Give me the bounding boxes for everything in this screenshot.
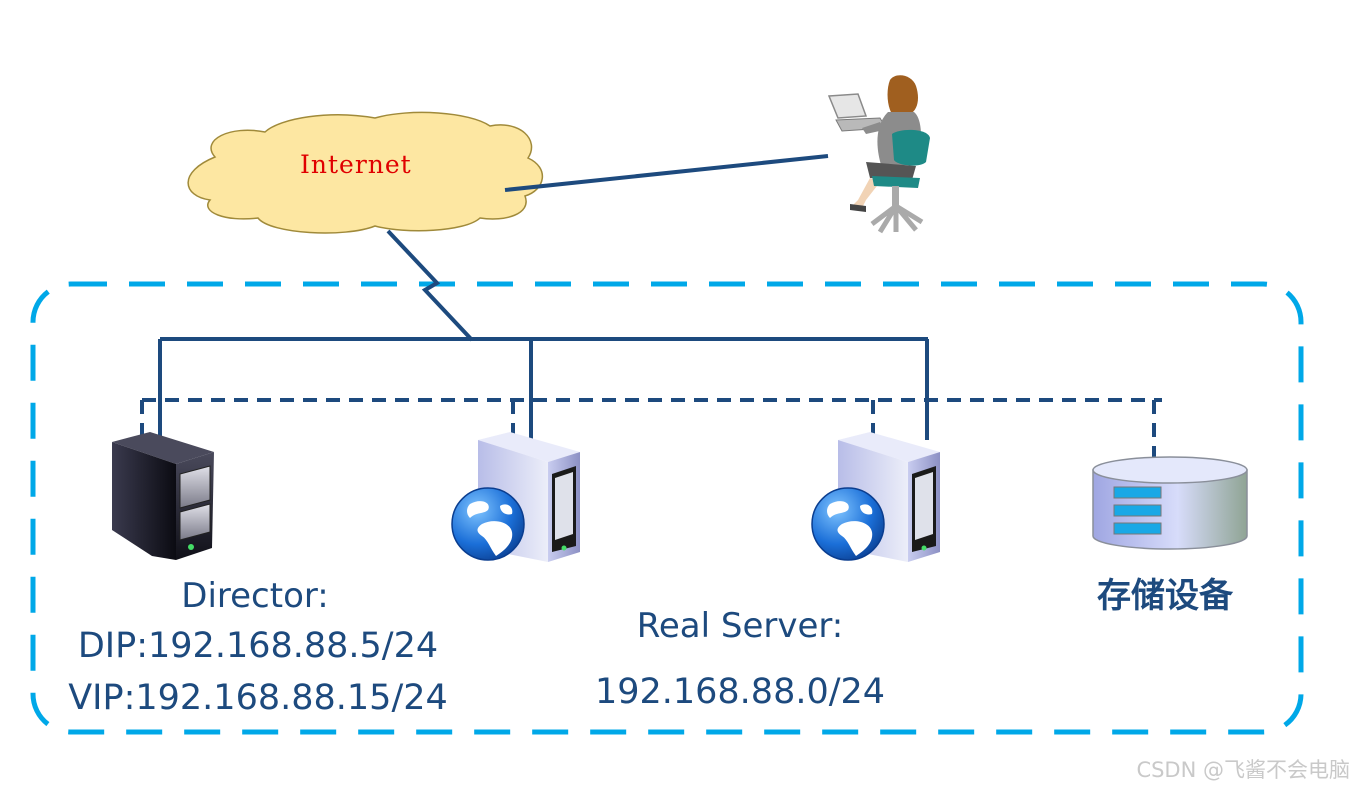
internet-cloud-icon bbox=[187, 111, 544, 234]
real-server-2-icon bbox=[811, 432, 940, 562]
real-server-title: Real Server: bbox=[636, 606, 844, 646]
director-dip: DIP:192.168.88.5/24 bbox=[77, 626, 439, 666]
watermark: CSDN @飞酱不会电脑 bbox=[1136, 758, 1350, 782]
cluster-boundary bbox=[30, 281, 1304, 735]
public-network-bus bbox=[158, 337, 929, 440]
internet-label: Internet bbox=[300, 150, 412, 179]
storage-device-icon bbox=[1092, 456, 1248, 550]
globe-icon bbox=[811, 487, 885, 561]
storage-label: 存储设备 bbox=[1097, 576, 1233, 616]
director-server-icon bbox=[112, 432, 214, 560]
internet-lan-link bbox=[386, 229, 474, 342]
user-at-laptop-icon bbox=[827, 75, 930, 234]
real-server-1-icon bbox=[451, 432, 580, 562]
director-vip: VIP:192.168.88.15/24 bbox=[68, 678, 448, 718]
globe-icon bbox=[451, 487, 525, 561]
director-title: Director: bbox=[181, 576, 329, 616]
real-server-network: 192.168.88.0/24 bbox=[594, 672, 886, 712]
internet-user-link bbox=[504, 154, 829, 192]
storage-network-bus bbox=[140, 398, 1162, 458]
